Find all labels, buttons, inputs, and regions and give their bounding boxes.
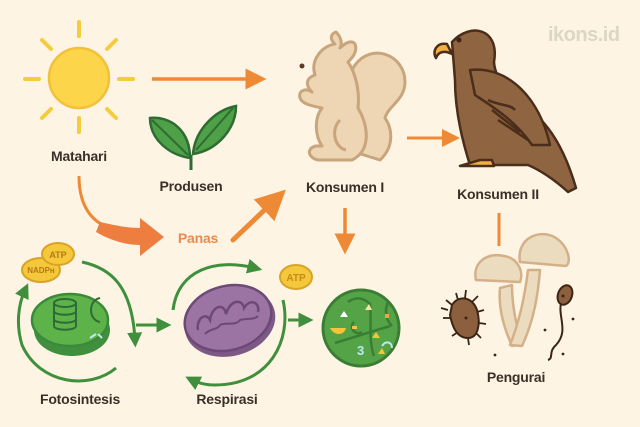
label-konsumen-1: Konsumen I (305, 179, 385, 195)
energy-arrow-heat-consumer1 (230, 189, 286, 243)
mushroom-bacteria-icon (440, 232, 575, 361)
bacteria-icon (440, 289, 487, 346)
label-panas: Panas (177, 230, 219, 246)
nadph-label: NADPн (27, 266, 55, 275)
watermark: ikons.id (548, 24, 620, 46)
atp-label-resp: ATP (286, 273, 306, 284)
heat-arrow-icon (77, 175, 164, 256)
svg-text:3: 3 (357, 343, 364, 358)
atp-badge-photosynthesis: ATP (41, 242, 75, 266)
label-matahari: Matahari (51, 148, 107, 164)
chloroplast-icon (30, 292, 110, 356)
respiration-cycle (171, 258, 287, 391)
eagle-icon (433, 29, 578, 194)
label-pengurai: Pengurai (486, 369, 546, 385)
label-respirasi: Respirasi (196, 391, 258, 407)
spore-icon (547, 284, 574, 361)
atp-label-photo: ATP (49, 250, 66, 260)
atp-badge-respiration: ATP (279, 264, 313, 290)
sun-icon (23, 20, 135, 134)
label-produsen: Produsen (159, 178, 223, 194)
label-fotosintesis: Fotosintesis (39, 391, 121, 407)
photosynthesis-cycle (15, 260, 143, 383)
cell-icon: 3 (321, 288, 401, 368)
label-konsumen-2: Konsumen II (457, 186, 539, 202)
mitochondria-icon (183, 283, 276, 357)
leaf-sprout-icon (148, 104, 238, 170)
squirrel-icon (298, 30, 407, 162)
